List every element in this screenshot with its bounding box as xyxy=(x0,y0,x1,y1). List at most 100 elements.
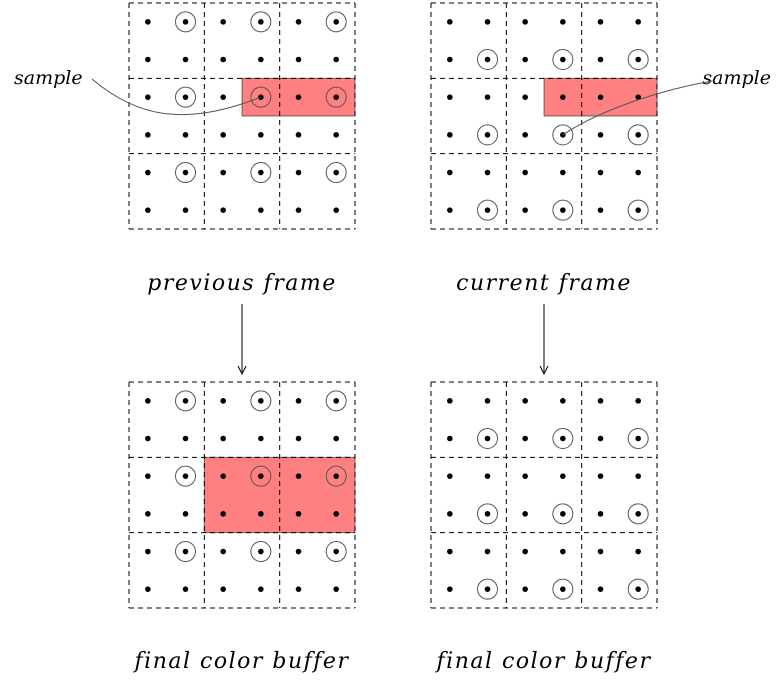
sample-dot xyxy=(295,56,302,63)
sample-dot xyxy=(522,207,528,213)
sample-dot xyxy=(635,473,641,479)
sample-dot xyxy=(182,473,189,479)
sample-dot xyxy=(560,169,566,176)
sample-dot xyxy=(597,169,604,176)
sample-dot xyxy=(597,19,604,25)
sample-dot xyxy=(220,94,226,100)
sample-dot xyxy=(560,207,566,213)
active-sample-ring xyxy=(325,465,347,487)
sample-dot xyxy=(635,94,641,100)
sample-dot xyxy=(258,207,264,213)
active-sample-ring xyxy=(477,124,499,146)
sample-dot xyxy=(333,19,339,25)
sample-dot xyxy=(295,548,302,555)
sample-label-right: sample xyxy=(702,67,771,89)
sample-dot xyxy=(484,207,491,213)
sample-dot xyxy=(182,132,189,138)
sample-dot xyxy=(560,586,566,592)
sample-dot xyxy=(522,511,528,517)
sample-dot xyxy=(597,511,604,517)
sample-dot xyxy=(522,548,528,555)
sample-dot xyxy=(522,398,528,404)
sample-dot xyxy=(145,511,151,517)
sample-dot xyxy=(447,435,453,442)
sample-dot xyxy=(220,56,226,63)
active-sample-ring xyxy=(627,49,649,71)
down-arrow-head xyxy=(539,365,549,376)
sample-dot xyxy=(635,398,641,404)
sample-dot xyxy=(447,132,453,138)
sample-leader-left xyxy=(91,78,262,116)
sample-dot xyxy=(295,473,302,479)
sample-dot xyxy=(522,586,528,592)
sample-dot xyxy=(447,19,453,25)
sample-dot xyxy=(145,398,151,404)
sample-dot xyxy=(333,207,339,213)
active-sample-ring xyxy=(627,428,649,450)
sample-dot xyxy=(182,169,189,176)
sample-dot xyxy=(333,169,339,176)
sample-dot xyxy=(333,586,339,592)
sample-dot xyxy=(258,169,264,176)
sample-leader-right xyxy=(562,80,713,136)
sample-dot xyxy=(597,56,604,63)
active-sample-ring xyxy=(477,578,499,600)
active-sample-ring xyxy=(250,465,272,487)
sample-dot xyxy=(597,94,604,100)
active-sample-ring xyxy=(250,541,272,563)
sample-dot xyxy=(635,169,641,176)
active-sample-ring xyxy=(250,86,272,108)
sample-dot xyxy=(258,56,264,63)
sample-dot xyxy=(484,586,491,592)
panel-current-frame: current frame xyxy=(430,2,658,376)
active-sample-ring xyxy=(175,465,197,487)
sample-dot xyxy=(484,398,491,404)
sample-dot xyxy=(182,435,189,442)
sample-dot xyxy=(635,511,641,517)
sample-dot xyxy=(220,132,226,138)
active-sample-ring xyxy=(477,503,499,525)
sample-dot xyxy=(333,132,339,138)
sample-dot xyxy=(182,511,189,517)
sample-dot xyxy=(145,169,151,176)
sample-dot xyxy=(220,435,226,442)
sample-dot xyxy=(560,435,566,442)
sample-dot xyxy=(145,207,151,213)
sample-dot xyxy=(333,548,339,555)
sample-dot xyxy=(258,435,264,442)
down-arrow-head xyxy=(237,365,247,376)
sample-dot xyxy=(220,398,226,404)
panel-previous-frame: previous frame xyxy=(128,2,356,376)
active-sample-ring xyxy=(175,541,197,563)
sample-dot xyxy=(522,473,528,479)
sample-dot xyxy=(560,511,566,517)
sample-dot xyxy=(145,435,151,442)
sample-dot xyxy=(295,19,302,25)
sample-dot xyxy=(145,94,151,100)
sample-dot xyxy=(258,132,264,138)
sample-dot xyxy=(635,132,641,138)
sample-dot xyxy=(145,56,151,63)
sample-dot xyxy=(295,169,302,176)
active-sample-ring xyxy=(477,199,499,221)
sample-dot xyxy=(447,548,453,555)
sample-dot xyxy=(295,398,302,404)
active-sample-ring xyxy=(250,11,272,33)
active-sample-ring xyxy=(477,428,499,450)
caption-previous-frame: previous frame xyxy=(147,271,336,296)
caption-final-color-buffer-right: final color buffer xyxy=(435,649,652,674)
sample-dot xyxy=(484,473,491,479)
sample-dot xyxy=(447,398,453,404)
sample-dot xyxy=(635,435,641,442)
sample-dot xyxy=(522,435,528,442)
sample-dot xyxy=(258,548,264,555)
active-sample-ring xyxy=(627,578,649,600)
sample-dot xyxy=(182,548,189,555)
sample-dot xyxy=(560,56,566,63)
active-sample-ring xyxy=(552,578,574,600)
sample-dot xyxy=(522,56,528,63)
active-sample-ring xyxy=(552,49,574,71)
panel-final-color-buffer-right: final color buffer xyxy=(430,381,658,674)
sample-dot xyxy=(484,169,491,176)
